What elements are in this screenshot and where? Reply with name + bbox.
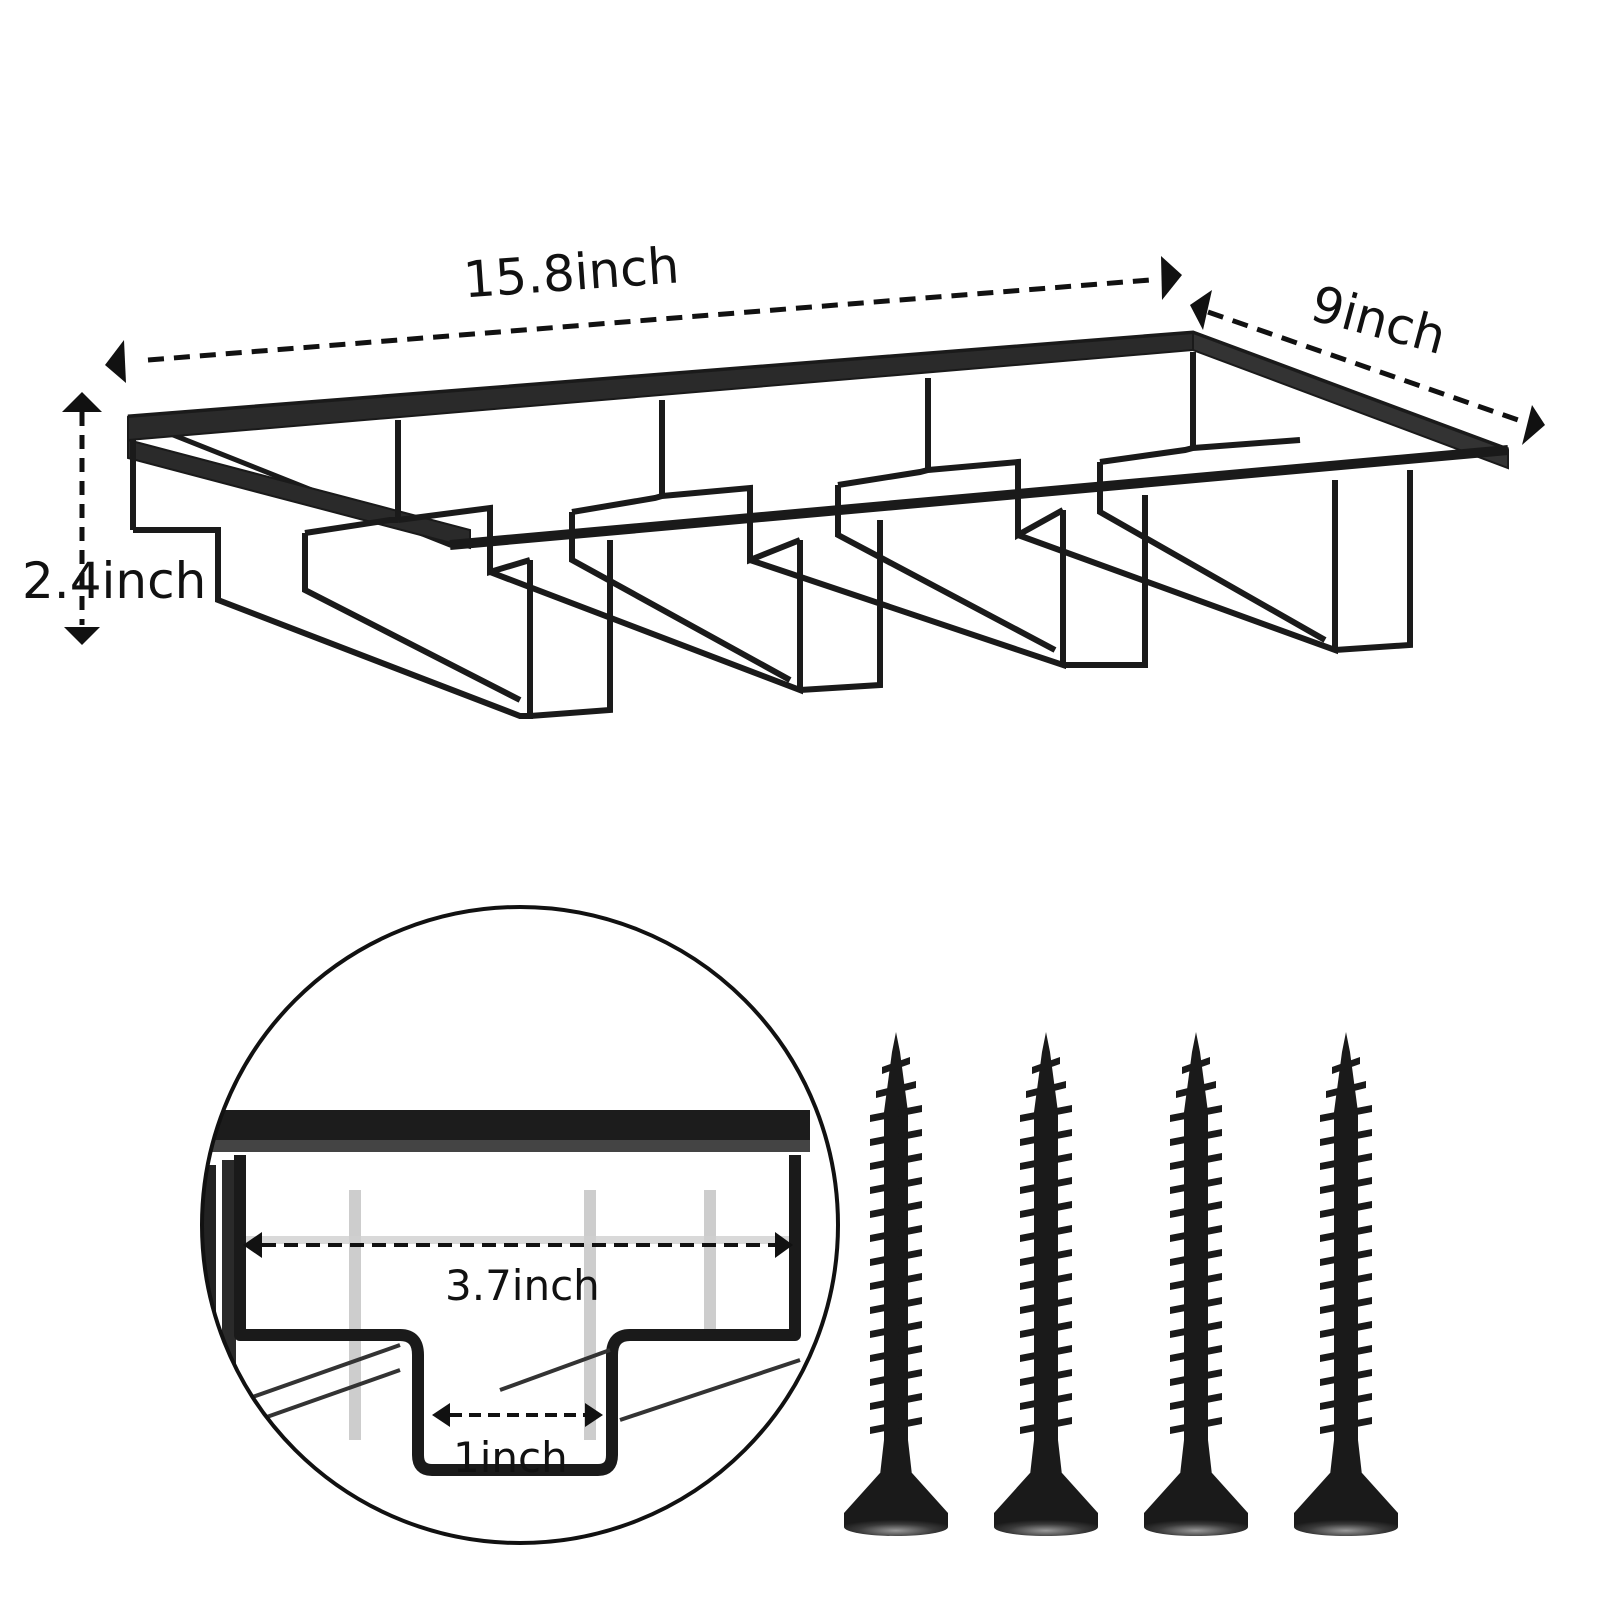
height-arrow-bottom bbox=[64, 627, 100, 645]
rack-hangers bbox=[130, 352, 1196, 530]
height-label: 2.4inch bbox=[22, 552, 206, 610]
slot-arrow-left bbox=[243, 1232, 262, 1258]
slot-width-label: 3.7inch bbox=[445, 1261, 600, 1310]
length-arrow-left bbox=[105, 340, 126, 383]
depth-label: 9inch bbox=[1305, 275, 1452, 366]
rack-top-plate-right-edge bbox=[1192, 331, 1509, 470]
glass-rail-1 bbox=[133, 504, 533, 719]
rack-back-rail bbox=[449, 445, 1509, 550]
detail-rail bbox=[234, 1155, 801, 1476]
length-label: 15.8inch bbox=[461, 236, 681, 309]
length-dashed-line bbox=[147, 277, 1151, 363]
gap-arrow-right bbox=[585, 1403, 603, 1427]
screw-3 bbox=[1144, 1032, 1248, 1536]
screw-1 bbox=[844, 1032, 948, 1536]
gap-arrow-left bbox=[432, 1403, 450, 1427]
length-arrow-right bbox=[1161, 256, 1182, 300]
detail-zoom-circle: 3.7inch 1inch bbox=[200, 905, 840, 1545]
glass-rail-4 bbox=[1016, 437, 1413, 668]
screw-2 bbox=[994, 1032, 1098, 1536]
wine-glass-rack bbox=[127, 330, 1509, 719]
gap-width-label: 1inch bbox=[453, 1433, 568, 1482]
depth-dashed-line bbox=[1207, 309, 1519, 423]
depth-arrow-right bbox=[1522, 405, 1545, 445]
slot-arrow-right bbox=[775, 1232, 793, 1258]
mounting-screws bbox=[844, 1032, 1398, 1536]
detail-circle-border bbox=[200, 905, 840, 1545]
screw-4 bbox=[1294, 1032, 1398, 1536]
depth-arrow-left bbox=[1190, 290, 1212, 330]
height-arrow-top bbox=[62, 392, 102, 412]
